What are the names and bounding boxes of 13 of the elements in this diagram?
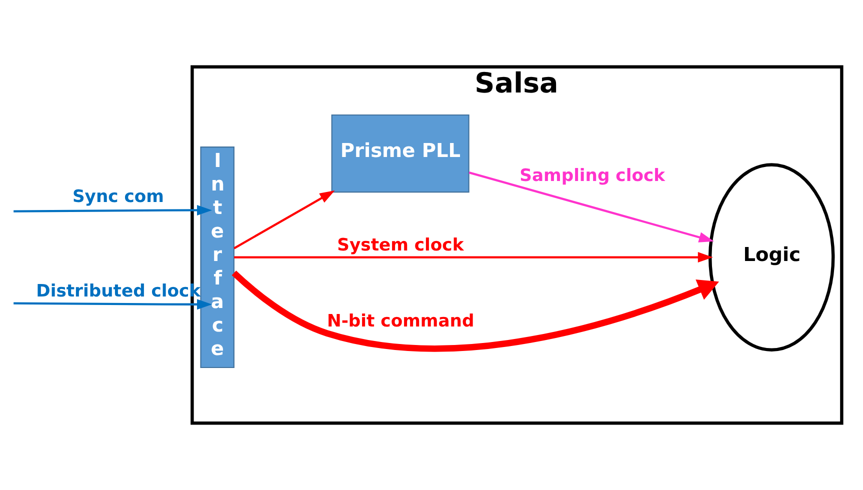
arrow — [232, 270, 720, 352]
arrow — [14, 299, 212, 310]
node-box: Interface — [200, 146, 234, 368]
edge-label: Sampling clock — [520, 166, 665, 186]
node-box: Prisme PLL — [331, 114, 470, 193]
arrow — [234, 252, 713, 263]
arrow — [234, 190, 335, 250]
arrow — [468, 172, 714, 242]
arrow — [14, 204, 212, 216]
node-ellipse: Logic — [708, 163, 835, 352]
edge-label: N-bit command — [327, 312, 474, 332]
edge-label: Sync com — [72, 187, 164, 208]
edge-label: System clock — [337, 236, 464, 256]
